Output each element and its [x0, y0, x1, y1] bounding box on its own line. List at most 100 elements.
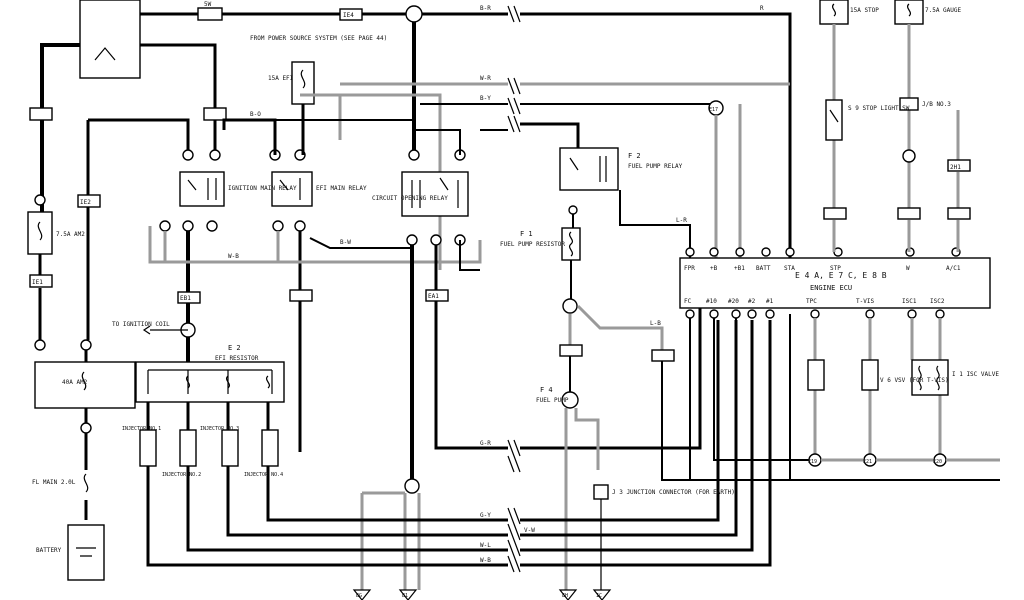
- label-fusible-am2: 40A AM2: [62, 379, 88, 386]
- conn-e19: E19: [808, 459, 817, 465]
- connector-ea1-2: [651, 349, 675, 362]
- connector-ie3: [29, 107, 53, 121]
- wire-label-by: B-Y: [480, 95, 491, 102]
- connector-ie1: [29, 274, 53, 288]
- wire-label-gy: G-Y: [480, 512, 491, 519]
- wire-label-bo: B-O: [250, 111, 261, 118]
- label-engine-ecu: ENGINE ECU: [810, 284, 852, 292]
- connector-e2-top: [405, 5, 423, 23]
- ecu-pin-isc1: ISC1: [902, 298, 917, 305]
- label-stop-light-sw: S 9 STOP LIGHT SW: [848, 105, 910, 112]
- ecu-pin-ac1: A/C1: [946, 265, 961, 272]
- label-sw-fuse: 5W: [204, 1, 212, 8]
- connector-e3: [562, 298, 578, 314]
- wire-label-gr: G-R: [480, 440, 491, 447]
- fuse-am2-75: [27, 211, 53, 255]
- connector-ie1-gauge: [897, 207, 921, 220]
- ecu-pin-tpc: TPC: [806, 298, 817, 305]
- fuse-efi-15: [291, 61, 315, 105]
- ground-eh: EH: [562, 593, 568, 599]
- ecu-pin-20: #20: [728, 298, 739, 305]
- label-jb-no3: J/B NO.3: [922, 101, 951, 108]
- efi-resistor: [135, 361, 285, 403]
- connector-e2-bottom: [404, 478, 420, 494]
- wire-label-lb: L-B: [650, 320, 661, 327]
- label-source-note: FROM POWER SOURCE SYSTEM (SEE PAGE 44): [250, 35, 387, 42]
- wire-top-main: [140, 12, 792, 258]
- ecu-pin-b1: +B1: [734, 265, 745, 272]
- ignition-main-relay: [179, 171, 225, 207]
- connector-eb1: [177, 291, 201, 304]
- fuel-pump: [561, 391, 579, 409]
- label-fuel-pump-id: F 4: [540, 386, 553, 394]
- pin-5-left: [34, 194, 46, 206]
- wire-label-wl: W-L: [480, 542, 491, 549]
- ground-symbols: [352, 589, 612, 600]
- isc-valve: [911, 359, 949, 396]
- wire-label-vw: V-W: [524, 527, 535, 534]
- fuel-pump-relay: [559, 147, 619, 191]
- conn-e20: E20: [933, 459, 942, 465]
- connector-ie1-ac: [947, 207, 971, 220]
- label-to-ignition-coil: TO IGNITION COIL: [112, 321, 170, 328]
- battery: [67, 524, 105, 581]
- ecu-pin-tvis: T-VIS: [856, 298, 874, 305]
- ground-bg: BG: [356, 593, 362, 599]
- label-fuel-pump: FUEL PUMP: [536, 397, 569, 404]
- stop-light-switch: [825, 99, 843, 141]
- pin-left-bottom: [34, 339, 46, 351]
- label-junction: J 3 JUNCTION CONNECTOR (FOR EARTH): [612, 489, 735, 496]
- engine-ecu: [679, 257, 991, 309]
- injector-2: [179, 429, 197, 467]
- vsv-fuel-pressure: [807, 359, 825, 391]
- label-fuel-pump-resistor: FUEL PUMP RESISTOR: [500, 241, 565, 248]
- ground-b1: B1: [402, 593, 408, 599]
- ecu-pin-fc: FC: [684, 298, 692, 305]
- label-fuse-stop: 15A STOP: [850, 7, 879, 14]
- label-fuel-pump-relay-id: F 2: [628, 152, 641, 160]
- injector-4: [261, 429, 279, 467]
- label-engine-ecu-ids: E 4 A, E 7 C, E 8 B: [795, 271, 887, 280]
- label-fuse-am2: 7.5A AM2: [56, 231, 85, 238]
- connector-ea1: [425, 289, 449, 302]
- conn-2h1: 2H1: [950, 164, 961, 171]
- ecu-pin-10: #10: [706, 298, 717, 305]
- label-efi-resistor: EFI RESISTOR: [215, 355, 259, 362]
- ecu-top-pins: [685, 247, 961, 257]
- injector-1: [139, 429, 157, 467]
- wire-label-br: B-R: [480, 5, 491, 12]
- label-ignition-main-relay: IGNITION MAIN RELAY: [228, 185, 297, 192]
- conn-ea1: EA1: [428, 293, 439, 300]
- jb-no3: [899, 97, 919, 111]
- connector-ie4: [203, 107, 227, 121]
- label-fuel-pump-resistor-id: F 1: [520, 230, 533, 238]
- label-injector-4: INJECTOR NO.4: [244, 472, 283, 478]
- check-engine-light: [902, 149, 916, 163]
- wire-label-wb2: W-B: [480, 557, 491, 564]
- label-efi-resistor-id: E 2: [228, 344, 241, 352]
- connector-ea1-pump: [559, 344, 583, 357]
- label-efi-main-relay: EFI MAIN RELAY: [316, 185, 367, 192]
- conn-ie4: IE4: [343, 12, 354, 19]
- ecu-pin-isc2: ISC2: [930, 298, 945, 305]
- ecu-pin-batt: BATT: [756, 265, 771, 272]
- connector-ie4-top: [339, 8, 363, 21]
- label-injector-3: INJECTOR NO.3: [200, 426, 239, 432]
- wire-label-wb: W-B: [228, 253, 239, 260]
- wire-am2: [40, 43, 80, 240]
- label-fuel-pump-relay: FUEL PUMP RELAY: [628, 163, 683, 170]
- conn-e21: E21: [863, 459, 872, 465]
- label-battery: BATTERY: [36, 547, 62, 554]
- connector-ie1-right: [823, 207, 847, 220]
- connector-eb1-2: [289, 289, 313, 302]
- fuse-stop-15: [819, 0, 849, 25]
- ecu-pin-stp: STP: [830, 265, 841, 272]
- conn-e17: E17: [709, 107, 718, 113]
- conn-ie1: IE1: [32, 279, 43, 286]
- conn-eb1: EB1: [180, 295, 191, 302]
- junction-connector-j3: [593, 484, 609, 500]
- ecu-pin-2: #2: [748, 298, 756, 305]
- ecu-bottom-pins: [685, 309, 945, 319]
